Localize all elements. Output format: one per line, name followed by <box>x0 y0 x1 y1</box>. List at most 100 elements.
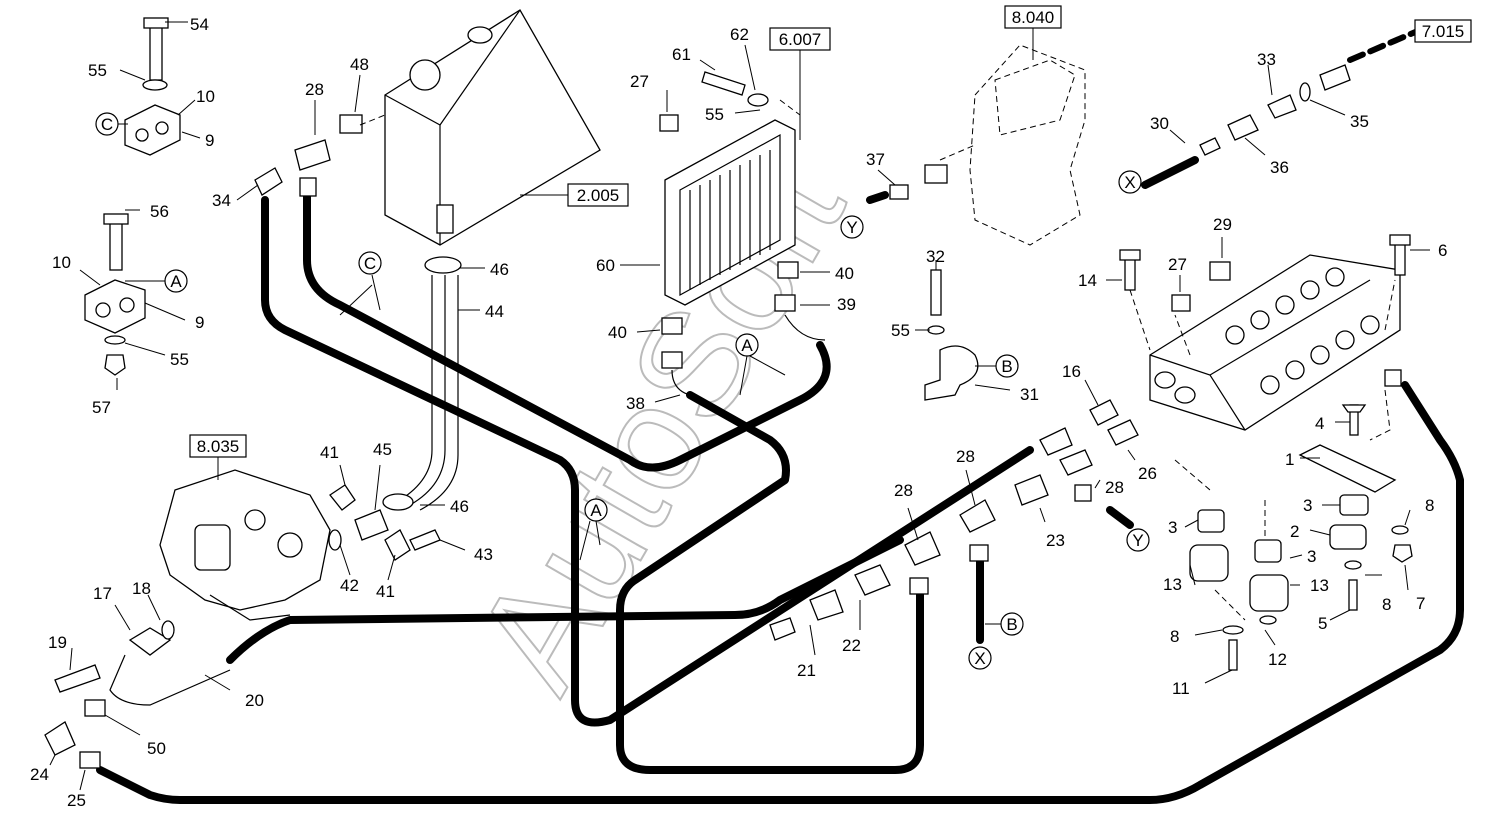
label-29: 29 <box>1213 215 1232 234</box>
fitting-24 <box>44 721 76 756</box>
label-35: 35 <box>1350 112 1369 131</box>
label-23: 23 <box>1046 531 1065 550</box>
washer-8b <box>1222 625 1244 635</box>
fitting-28b <box>904 531 941 566</box>
washer-12 <box>1259 615 1277 625</box>
svg-text:2.005: 2.005 <box>577 186 620 205</box>
label-11: 11 <box>1172 679 1190 698</box>
label-44: 44 <box>485 302 504 321</box>
svg-text:6.007: 6.007 <box>779 30 822 49</box>
fitting-37 <box>924 164 948 184</box>
bolt-32 <box>930 269 942 316</box>
cooler-fins <box>689 150 771 290</box>
hose-30 <box>1141 156 1199 189</box>
mount-2 <box>1329 524 1367 550</box>
label-43: 43 <box>474 545 493 564</box>
mount-13a <box>1189 544 1229 582</box>
label-28: 28 <box>956 447 975 466</box>
label-22: 22 <box>842 636 861 655</box>
label-55: 55 <box>705 105 724 124</box>
mount-3c <box>1254 539 1282 563</box>
label-31: 31 <box>1020 385 1039 404</box>
bolt-54 <box>149 24 163 81</box>
label-28: 28 <box>894 481 913 500</box>
fitting-28c <box>959 499 996 533</box>
label-56: 56 <box>150 202 169 221</box>
fitting-23 <box>1014 474 1049 506</box>
label-9: 9 <box>205 131 214 150</box>
part-labels: 54 55 10 9 56 10 9 55 57 28 48 34 46 44 … <box>30 15 1447 810</box>
label-55: 55 <box>891 321 910 340</box>
fitting-33 <box>1267 94 1297 119</box>
motor-top <box>994 59 1076 136</box>
label-55: 55 <box>170 350 189 369</box>
marker-a-3: A <box>579 498 608 561</box>
nut-28d <box>1074 484 1092 502</box>
fitting-28d <box>1059 449 1093 476</box>
mount-3b <box>1197 509 1225 533</box>
label-27: 27 <box>1168 255 1187 274</box>
marker-x-1: X <box>1118 170 1142 194</box>
clamp-mid-hole-2 <box>119 297 135 313</box>
elbow-38 <box>671 369 691 396</box>
valve-block <box>1149 254 1401 431</box>
washer-62 <box>747 93 769 107</box>
label-39: 39 <box>837 295 856 314</box>
mount-lines <box>1174 459 1266 621</box>
svg-text:8.035: 8.035 <box>197 437 240 456</box>
label-46: 46 <box>490 260 509 279</box>
mount-13b <box>1249 574 1289 612</box>
nut-28 <box>299 177 317 197</box>
clamp-31 <box>924 345 979 401</box>
valve-spools <box>1225 267 1380 395</box>
label-28: 28 <box>305 80 324 99</box>
label-61: 61 <box>672 45 691 64</box>
fitting-28 <box>294 139 331 171</box>
plug-27b <box>1171 294 1191 312</box>
label-62: 62 <box>730 25 749 44</box>
pump-port-2 <box>277 532 303 558</box>
label-17: 17 <box>93 584 112 603</box>
label-14: 14 <box>1078 271 1097 290</box>
oring-18 <box>161 620 175 640</box>
plug-27 <box>659 114 679 132</box>
label-40: 40 <box>835 264 854 283</box>
svg-text:7.015: 7.015 <box>1422 22 1465 41</box>
ref-7015: 7.015 <box>1414 19 1472 43</box>
clip-46b <box>382 493 414 511</box>
marker-c-2: C <box>339 251 382 316</box>
flange-41a <box>329 484 356 511</box>
label-24: 24 <box>30 765 49 784</box>
label-5: 5 <box>1318 614 1327 633</box>
washer-55b <box>104 335 126 345</box>
svg-text:B: B <box>1006 615 1017 634</box>
motor-outline <box>969 44 1086 246</box>
label-60: 60 <box>596 256 615 275</box>
fitting-16 <box>1089 399 1119 426</box>
fitting-40-top <box>777 261 799 279</box>
label-36: 36 <box>1270 158 1289 177</box>
flange-17 <box>128 627 172 656</box>
hose-25 <box>96 381 1464 804</box>
nut-28b <box>909 577 929 595</box>
nut-57 <box>104 354 126 376</box>
fitting-22 <box>854 564 891 596</box>
label-42: 42 <box>340 576 359 595</box>
bolt-4-head <box>1341 404 1367 413</box>
clamp-top <box>124 104 181 156</box>
bolt-19 <box>54 664 101 693</box>
pump-port <box>244 509 266 531</box>
marker-a-2: A <box>735 333 786 396</box>
tank-body <box>384 9 601 246</box>
marker-b-1: B <box>975 354 1019 378</box>
valve-block-edge-2 <box>1209 279 1371 376</box>
label-27: 27 <box>630 72 649 91</box>
bolt-43 <box>409 529 441 551</box>
label-16: 16 <box>1062 362 1081 381</box>
label-21: 21 <box>797 661 816 680</box>
label-20: 20 <box>245 691 264 710</box>
marker-y-1: Y <box>840 215 864 239</box>
leader-lines <box>49 21 1430 791</box>
pump-body <box>159 469 331 611</box>
